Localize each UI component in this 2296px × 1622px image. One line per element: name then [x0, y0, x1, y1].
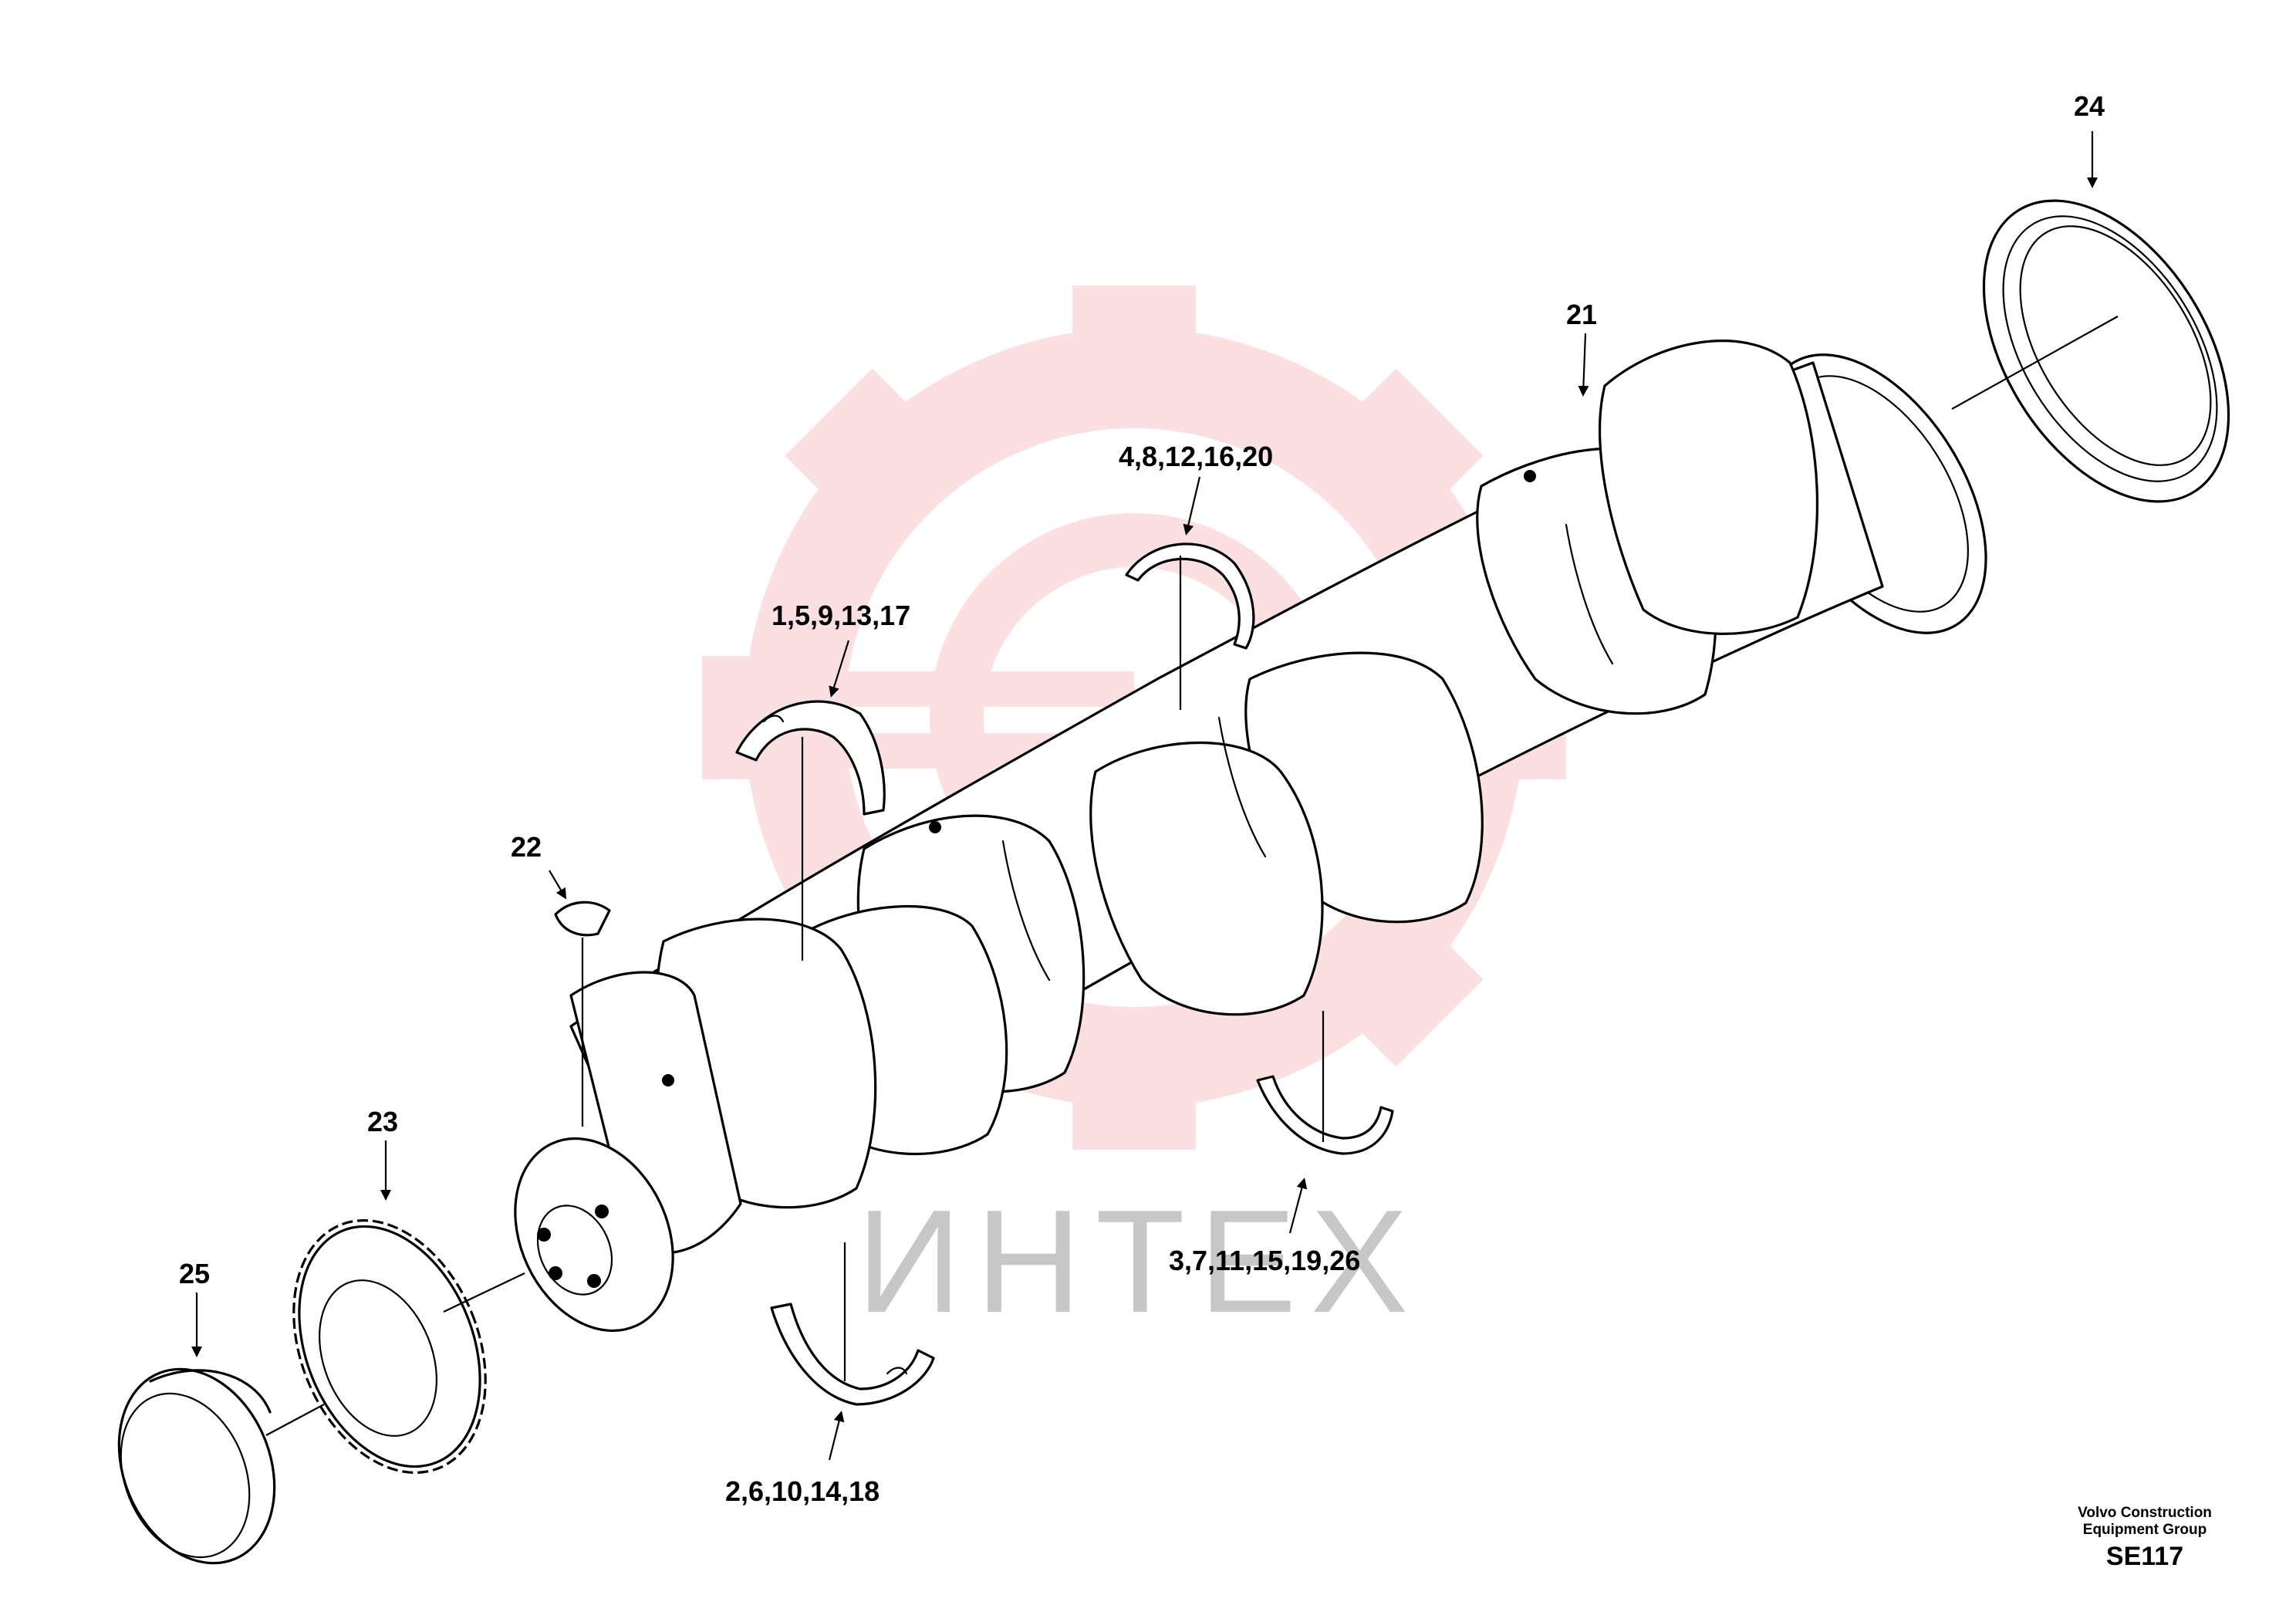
part-25-front-seal	[117, 1367, 276, 1565]
arrow-22	[549, 870, 567, 900]
arrow-4-8	[1183, 476, 1201, 536]
part-lower-thrust-washer	[1256, 1075, 1394, 1155]
arrow-3-7	[1288, 1178, 1308, 1234]
part-upper-main-bearing	[735, 700, 886, 816]
watermark-text: ИНТЕХ	[856, 1180, 1422, 1343]
callout-25: 25	[179, 1258, 210, 1289]
callout-21: 21	[1566, 299, 1597, 330]
part-lower-main-bearing	[770, 1303, 935, 1406]
callout-24: 24	[2074, 90, 2105, 122]
footer-drawing-code: SE117	[2106, 1542, 2183, 1571]
arrow-1-5	[829, 640, 850, 698]
footer-company-line2: Equipment Group	[2083, 1522, 2207, 1538]
part-upper-thrust-washer	[1125, 542, 1255, 650]
arrow-21	[1578, 333, 1589, 397]
arrow-2-6	[828, 1411, 845, 1461]
footer-company-line1: Volvo Construction	[2078, 1505, 2212, 1521]
callout-22: 22	[511, 831, 542, 863]
part-23-timing-gear	[292, 1218, 487, 1475]
callout-4-8-12-16-20: 4,8,12,16,20	[1119, 441, 1273, 472]
callout-23: 23	[367, 1106, 398, 1137]
callout-3-7-11-15-19-26: 3,7,11,15,19,26	[1169, 1245, 1360, 1276]
part-22-woodruff-key	[554, 901, 611, 937]
part-24-seal-ring	[1982, 199, 2230, 503]
part-21-crankshaft	[514, 340, 1987, 1333]
callout-1-5-9-13-17: 1,5,9,13,17	[772, 600, 910, 631]
callout-2-6-10-14-18: 2,6,10,14,18	[725, 1475, 880, 1507]
